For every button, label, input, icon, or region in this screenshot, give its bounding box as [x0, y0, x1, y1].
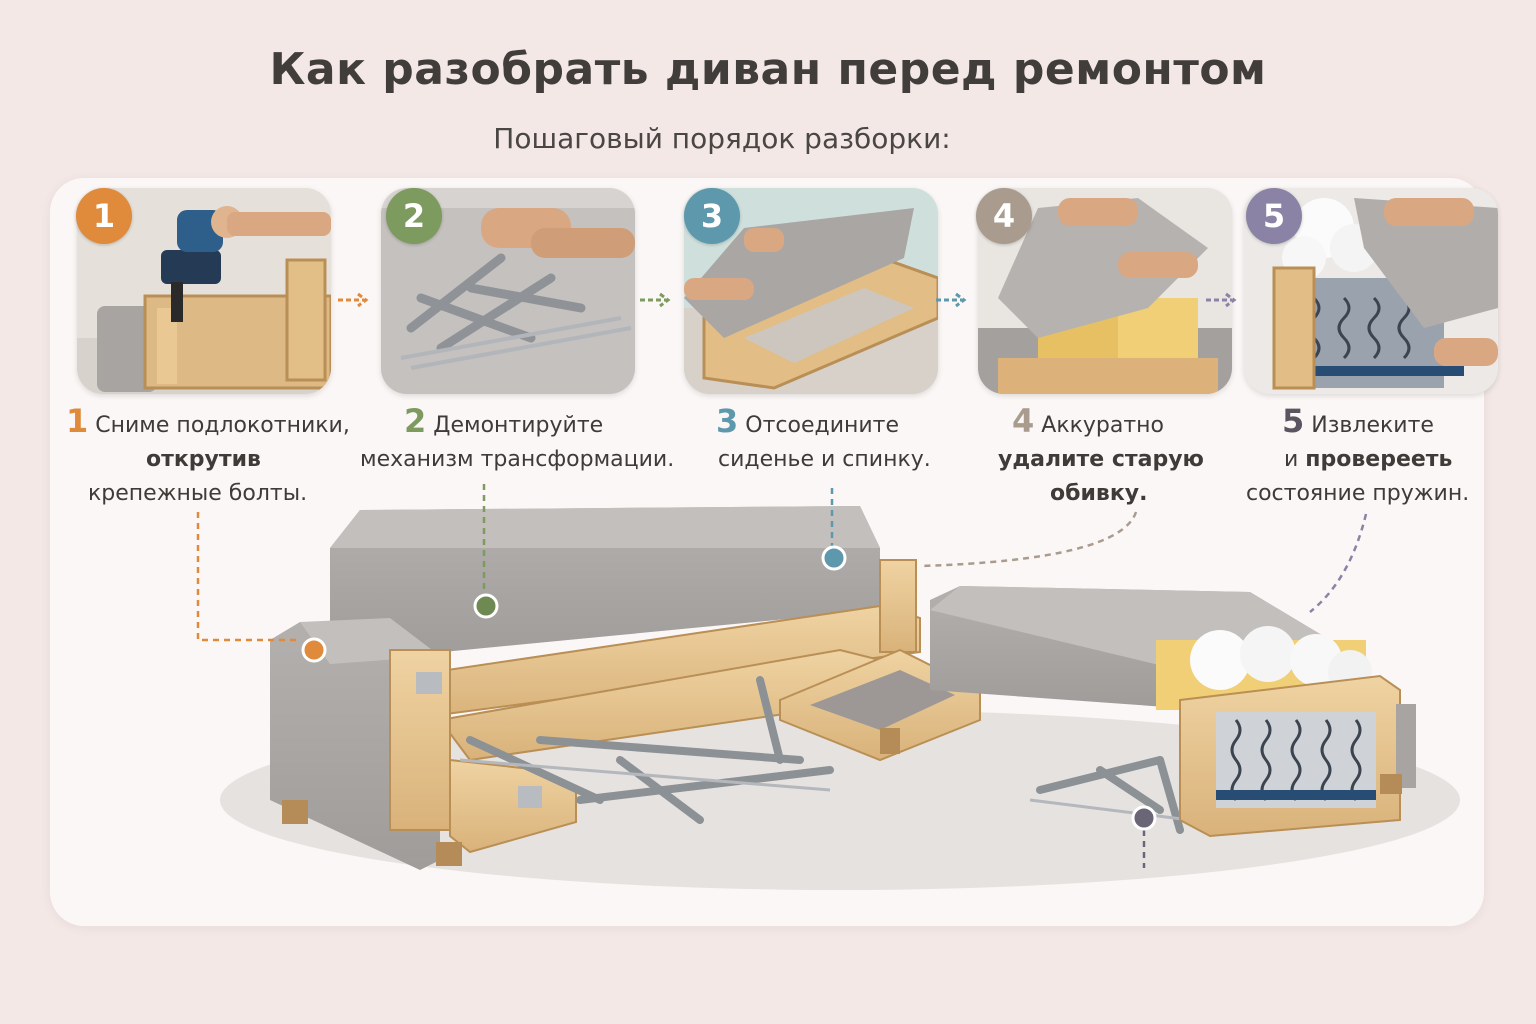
step-3-caption: 3 Отсоедините сиденье и спинку.	[716, 402, 931, 472]
step-5-caption-line-2: и проверееть	[1284, 447, 1453, 472]
step-4-badge: 4	[976, 188, 1032, 244]
step-3-badge: 3	[684, 188, 740, 244]
arrow-3-4	[936, 292, 967, 308]
marker-step-1	[301, 637, 327, 663]
arrow-4-5	[1206, 292, 1237, 308]
step-5-caption: 5 Извлеките и проверееть состояние пружи…	[1246, 402, 1470, 506]
step-5-num: 5	[1282, 402, 1305, 440]
marker-step-2	[473, 593, 499, 619]
page-title: Как разобрать диван перед ремонтом	[269, 44, 1267, 95]
page-subtitle: Пошаговый порядок разборки:	[493, 122, 951, 155]
marker-mechanism	[1131, 805, 1157, 831]
step-4-caption: 4 Аккуратно удалите старую обивку.	[998, 402, 1204, 506]
backrest	[330, 506, 880, 660]
step-1-image	[77, 188, 331, 394]
left-armrest	[270, 618, 451, 870]
step-2-caption: 2 Демонтируйте механизм трансформации.	[360, 402, 675, 472]
right-seat-section	[930, 586, 1416, 838]
step-4-image	[978, 188, 1232, 394]
arrow-2-3	[640, 292, 671, 308]
step-1-num: 1	[66, 402, 89, 440]
step-2-num: 2	[404, 402, 427, 440]
step-1-badge: 1	[76, 188, 132, 244]
step-3-num: 3	[716, 402, 739, 440]
arrow-1-2	[338, 292, 369, 308]
step-1-caption: 1 Сниме подлокотники, открутив крепежные…	[66, 402, 350, 506]
transformation-mechanism	[466, 676, 1184, 834]
step-2-badge: 2	[386, 188, 442, 244]
leader-step-1	[196, 512, 300, 642]
step-4-num: 4	[1012, 402, 1035, 440]
step-5-badge: 5	[1246, 188, 1302, 244]
leader-step-4	[919, 511, 1138, 568]
leader-step-5	[1309, 513, 1368, 613]
marker-step-3	[821, 545, 847, 571]
